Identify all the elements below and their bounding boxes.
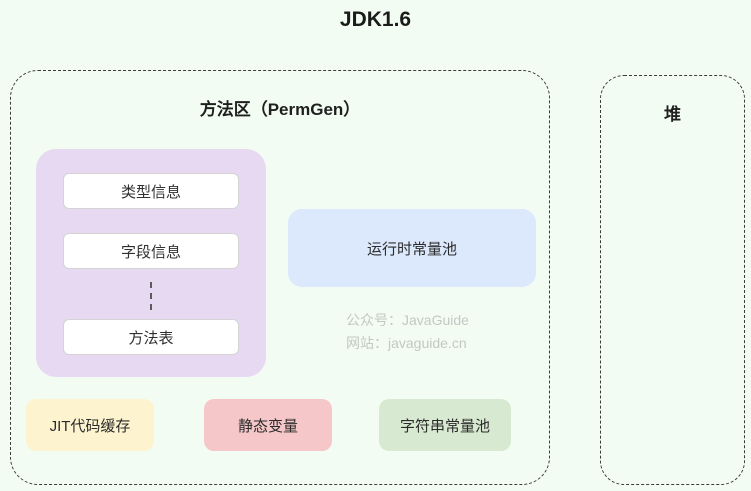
field-info-box: 字段信息 — [63, 233, 239, 269]
vertical-ellipsis-icon — [150, 282, 152, 310]
watermark-line1: 公众号：JavaGuide — [346, 312, 469, 328]
method-area-region: 方法区（PermGen） 类型信息 字段信息 方法表 运行时常量池 公众号：Ja… — [10, 70, 550, 485]
jit-code-cache-box: JIT代码缓存 — [26, 399, 154, 451]
heap-region: 堆 — [600, 75, 745, 485]
method-area-title: 方法区（PermGen） — [199, 100, 361, 119]
class-info-group: 类型信息 字段信息 方法表 — [36, 149, 266, 377]
method-table-box: 方法表 — [63, 319, 239, 355]
static-variables-box: 静态变量 — [204, 399, 332, 451]
watermark: 公众号：JavaGuide 网站：javaguide.cn — [346, 309, 469, 355]
diagram-title: JDK1.6 — [339, 8, 412, 31]
type-info-box: 类型信息 — [63, 173, 239, 209]
watermark-line2: 网站：javaguide.cn — [346, 335, 467, 351]
heap-title: 堆 — [664, 105, 681, 124]
runtime-constant-pool-box: 运行时常量池 — [288, 209, 536, 287]
string-constant-pool-box: 字符串常量池 — [379, 399, 511, 451]
